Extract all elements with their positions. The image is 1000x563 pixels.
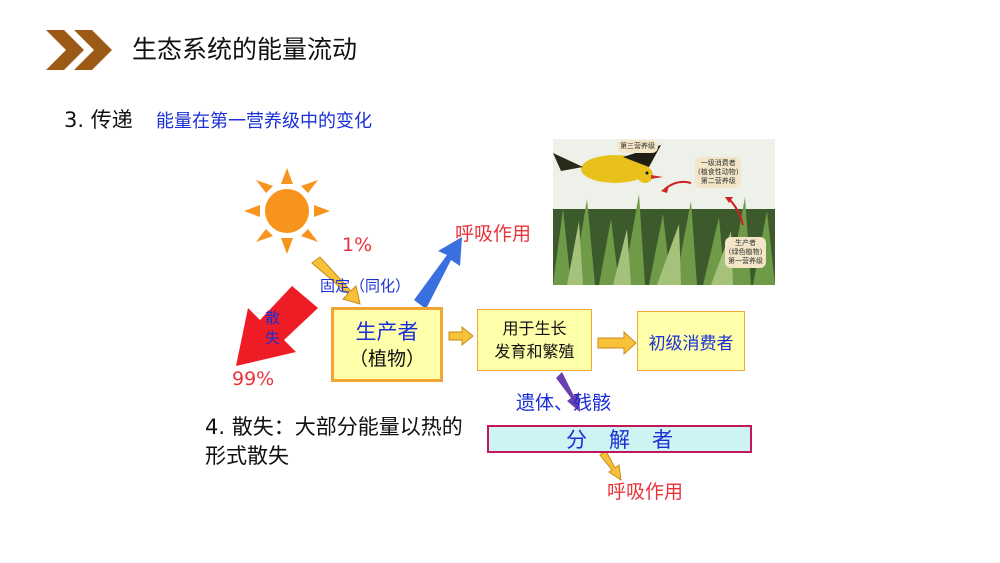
point-4-text: 4. 散失：大部分能量以热的形式散失 bbox=[205, 415, 463, 468]
producer-to-growth-arrow bbox=[448, 325, 474, 347]
respiration-arrow-up bbox=[414, 237, 462, 309]
sun-icon bbox=[244, 168, 330, 254]
producer-label: 生产者 bbox=[355, 319, 419, 344]
respiration-label-bottom: 呼吸作用 bbox=[607, 481, 684, 503]
photo-label-bottom: 生产者 (绿色植物) 第一营养级 bbox=[725, 237, 766, 268]
primary-consumer-box: 初级消费者 bbox=[637, 311, 745, 371]
remains-label: 遗体、残骸 bbox=[516, 392, 612, 414]
photo-label-middle: 一级消费者 (植食性动物) 第二营养级 bbox=[695, 157, 742, 188]
percent-lost: 99% bbox=[232, 368, 275, 390]
photo-label-top: 第三营养级 bbox=[617, 140, 658, 153]
decomposer-box: 分解者 bbox=[487, 425, 752, 453]
producer-sublabel: （植物） bbox=[348, 347, 425, 370]
section-number: 3. 传递 bbox=[64, 108, 133, 132]
decomposer-respiration-arrow bbox=[599, 450, 622, 482]
section-subtitle: 能量在第一营养级中的变化 bbox=[156, 111, 372, 132]
fixation-arrow bbox=[311, 256, 361, 305]
page-title: 生态系统的能量流动 bbox=[132, 35, 358, 64]
respiration-label-top: 呼吸作用 bbox=[455, 223, 532, 245]
primary-consumer-label: 初级消费者 bbox=[648, 333, 734, 354]
decomposer-label: 分解者 bbox=[566, 428, 695, 452]
dissipation-label: 散失 bbox=[265, 309, 281, 347]
growth-to-consumer-arrow bbox=[597, 330, 637, 356]
header-chevron-icon bbox=[46, 30, 112, 70]
percent-fixed: 1% bbox=[342, 234, 373, 256]
growth-label-2: 发育和繁殖 bbox=[494, 342, 575, 361]
dissipation-arrow bbox=[236, 286, 318, 366]
growth-box: 用于生长 发育和繁殖 bbox=[477, 309, 592, 371]
food-chain-photo: 第三营养级 一级消费者 (植食性动物) 第二营养级 生产者 (绿色植物) 第一营… bbox=[553, 139, 775, 285]
remains-arrow bbox=[556, 372, 580, 412]
fixation-label: 固定（同化） bbox=[320, 277, 411, 295]
growth-label-1: 用于生长 bbox=[502, 319, 567, 338]
producer-box: 生产者 （植物） bbox=[331, 307, 443, 382]
